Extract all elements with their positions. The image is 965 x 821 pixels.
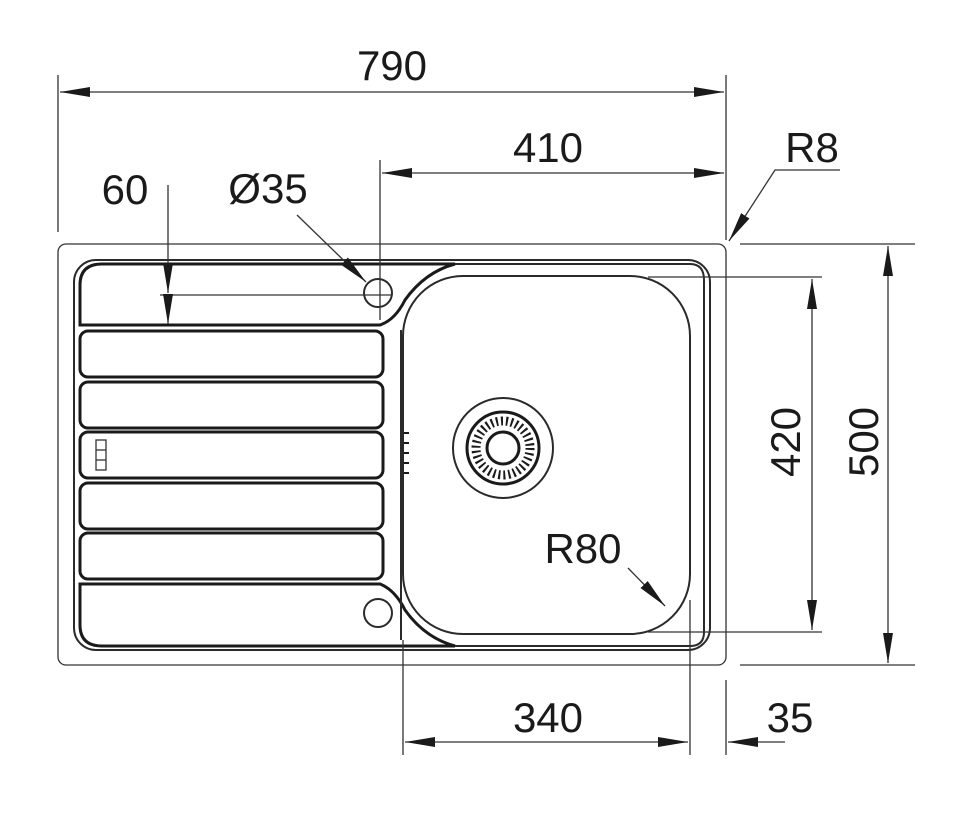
edge-margin-label: 35 [767, 694, 814, 741]
drain-strainer-icon [452, 397, 554, 499]
bowl [402, 275, 691, 635]
corner-radius-label: R8 [785, 124, 839, 171]
dimension-overall-width: 790 [57, 42, 727, 240]
bowl-offset-label: 410 [513, 124, 583, 171]
dimension-bowl-radius: R80 [544, 525, 666, 607]
dimension-rib-offset: 60 [102, 166, 392, 324]
drainer-marker-icon [95, 439, 107, 471]
overall-width-label: 790 [357, 42, 427, 89]
dimension-tap-hole: Ø35 [228, 165, 367, 283]
dimension-bowl-offset: 410 [379, 124, 724, 320]
rib-offset-label: 60 [102, 166, 149, 213]
sink-inner-rim [73, 259, 711, 651]
drainer-rib-2 [78, 380, 385, 430]
drainer-rib-5 [78, 531, 385, 581]
sink-outer-edge [57, 243, 727, 666]
bowl-depth-label: 420 [762, 407, 809, 477]
drainer-top-strip [78, 262, 456, 327]
bowl-rim [455, 263, 705, 647]
tap-hole [363, 278, 393, 308]
dimension-bowl-depth: 420 [648, 276, 822, 633]
overflow-slots [404, 432, 409, 474]
dimension-bowl-width: 340 [402, 600, 691, 755]
drainer-rib-4 [78, 481, 385, 531]
second-tap-hole [363, 598, 393, 628]
dimension-edge-margin: 35 [725, 680, 814, 755]
tap-hole-label: Ø35 [228, 165, 307, 212]
drainer-rib-1 [78, 329, 385, 379]
drainer-rib-3 [78, 430, 385, 480]
bowl-width-label: 340 [513, 694, 583, 741]
drainer-bottom-strip [78, 582, 456, 648]
dimension-overall-depth: 500 [740, 243, 915, 666]
sink-body [57, 243, 727, 666]
overall-depth-label: 500 [840, 407, 887, 477]
dimension-corner-radius: R8 [728, 124, 840, 242]
bowl-radius-label: R80 [544, 525, 621, 572]
